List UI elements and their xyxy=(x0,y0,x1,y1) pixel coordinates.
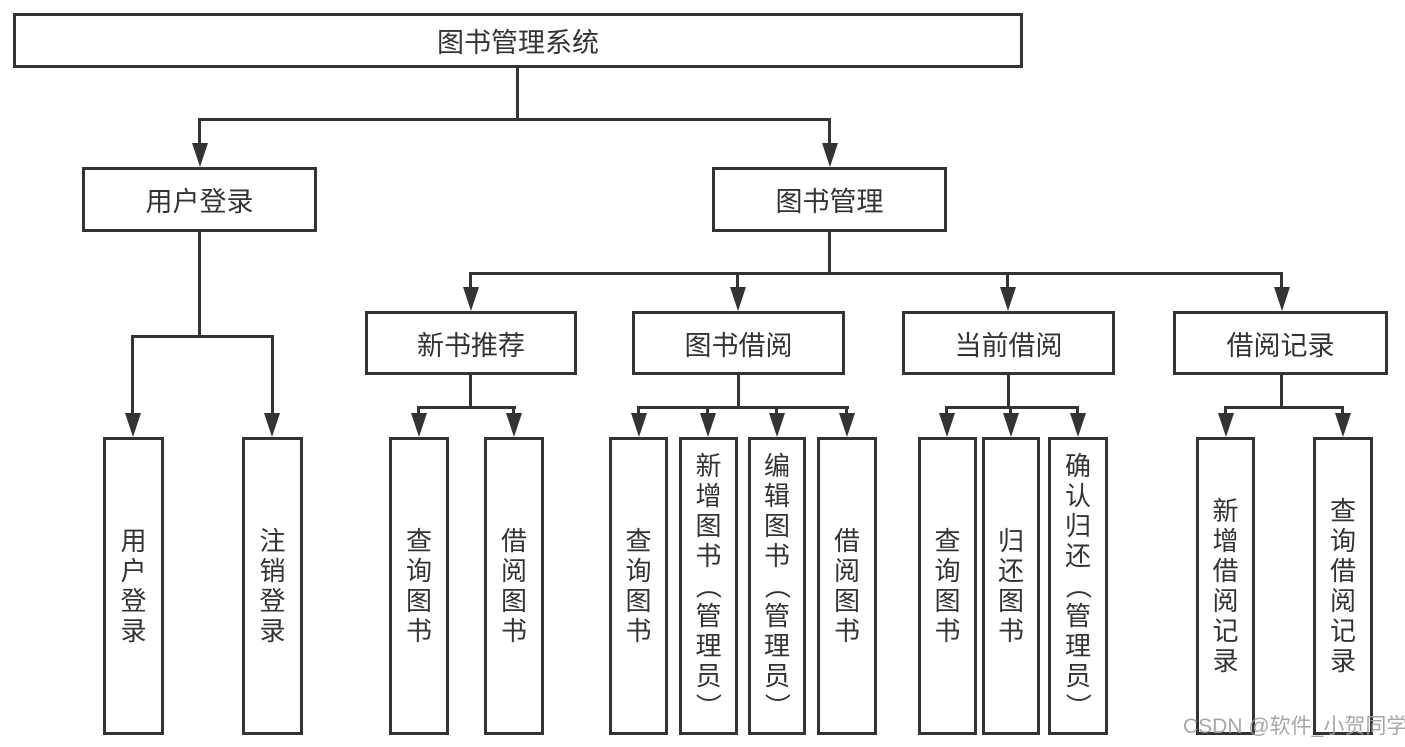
leaf-query-books-2: 查询图书 xyxy=(609,437,668,735)
connector-arrow-stem xyxy=(1280,272,1283,291)
node-library-management-system: 图书管理系统 xyxy=(13,13,1023,68)
leaf-label: 查询图书 xyxy=(934,526,961,646)
node-borrow-records: 借阅记录 xyxy=(1173,311,1388,375)
arrowhead-down-icon xyxy=(125,413,141,437)
leaf-borrow-books-1: 借阅图书 xyxy=(484,437,544,735)
arrowhead-down-icon xyxy=(1000,287,1016,311)
arrowhead-down-icon xyxy=(769,413,785,437)
node-label: 当前借阅 xyxy=(954,330,1063,361)
leaf-label: 借阅图书 xyxy=(833,526,860,646)
connector-new-book-stem xyxy=(469,375,472,407)
arrowhead-down-icon xyxy=(506,413,522,437)
arrowhead-down-icon xyxy=(730,287,746,311)
connector-l2-hline xyxy=(469,272,1283,275)
node-label: 用户登录 xyxy=(145,187,254,217)
arrowhead-down-icon xyxy=(822,143,838,167)
connector-user-login-hline xyxy=(131,335,274,338)
leaf-label: 归还图书 xyxy=(997,526,1024,646)
arrowhead-down-icon xyxy=(264,413,280,437)
node-book-management: 图书管理 xyxy=(712,167,947,232)
leaf-return-book: 归还图书 xyxy=(982,437,1040,735)
arrowhead-down-icon xyxy=(631,413,647,437)
connector-arrow-stem xyxy=(198,118,201,148)
node-current-borrow: 当前借阅 xyxy=(902,311,1115,375)
connector-book-borrow-hline xyxy=(637,406,849,409)
connector-book-mgmt-stem xyxy=(828,232,831,274)
arrowhead-down-icon xyxy=(1218,413,1234,437)
leaf-label: 借阅图书 xyxy=(500,526,527,646)
arrowhead-down-icon xyxy=(700,413,716,437)
leaf-query-books-3: 查询图书 xyxy=(918,437,977,735)
node-new-book-recommend: 新书推荐 xyxy=(365,311,577,375)
leaf-user-login: 用户登录 xyxy=(103,437,164,735)
leaf-logout: 注销登录 xyxy=(242,437,303,735)
leaf-query-books-1: 查询图书 xyxy=(389,437,449,735)
node-label: 图书借阅 xyxy=(684,330,793,361)
node-book-borrow: 图书借阅 xyxy=(632,311,845,375)
connector-current-borrow-stem xyxy=(1007,375,1010,407)
node-label: 借阅记录 xyxy=(1226,330,1335,361)
leaf-add-book-admin: 新增图书（管理员） xyxy=(679,437,738,735)
connector-arrow-stem xyxy=(1006,272,1009,291)
connector-arrow-stem xyxy=(131,335,134,417)
leaf-label: 查询图书 xyxy=(405,526,432,646)
connector-arrow-stem xyxy=(736,272,739,291)
leaf-edit-book-admin: 编辑图书（管理员） xyxy=(748,437,806,735)
leaf-add-borrow-record: 新增借阅记录 xyxy=(1196,437,1255,735)
leaf-confirm-return-admin: 确认归还（管理员） xyxy=(1048,437,1108,735)
arrowhead-down-icon xyxy=(411,413,427,437)
node-label: 新书推荐 xyxy=(417,330,525,361)
connector-l1-hline xyxy=(198,118,831,121)
connector-book-borrow-stem xyxy=(737,375,740,407)
connector-user-login-stem xyxy=(198,232,201,336)
connector-arrow-stem xyxy=(469,272,472,291)
arrowhead-down-icon xyxy=(839,413,855,437)
leaf-borrow-books-2: 借阅图书 xyxy=(817,437,877,735)
connector-new-book-hline xyxy=(417,406,516,409)
watermark: CSDN @软件_小贺同学 xyxy=(1183,715,1405,738)
leaf-label: 编辑图书（管理员） xyxy=(761,451,792,720)
leaf-label: 查询借阅记录 xyxy=(1329,496,1356,676)
arrowhead-down-icon xyxy=(1274,287,1290,311)
connector-borrow-record-hline xyxy=(1224,406,1344,409)
arrowhead-down-icon xyxy=(1003,413,1019,437)
connector-arrow-stem xyxy=(271,335,274,417)
leaf-label: 用户登录 xyxy=(120,526,147,646)
connector-borrow-record-stem xyxy=(1280,375,1283,407)
arrowhead-down-icon xyxy=(1335,413,1351,437)
leaf-query-borrow-record: 查询借阅记录 xyxy=(1313,437,1373,735)
leaf-label: 查询图书 xyxy=(625,526,652,646)
leaf-label: 新增图书（管理员） xyxy=(693,451,724,720)
connector-arrow-stem xyxy=(828,118,831,148)
arrowhead-down-icon xyxy=(192,143,208,167)
leaf-label: 新增借阅记录 xyxy=(1212,496,1239,676)
node-label: 图书管理系统 xyxy=(437,28,599,58)
leaf-label: 确认归还（管理员） xyxy=(1062,451,1093,720)
connector-current-borrow-hline xyxy=(945,406,1079,409)
node-user-login: 用户登录 xyxy=(82,167,317,232)
arrowhead-down-icon xyxy=(1070,413,1086,437)
arrowhead-down-icon xyxy=(463,287,479,311)
leaf-label: 注销登录 xyxy=(259,526,286,646)
arrowhead-down-icon xyxy=(939,413,955,437)
node-label: 图书管理 xyxy=(775,187,884,217)
connector-root-stem xyxy=(516,68,519,118)
